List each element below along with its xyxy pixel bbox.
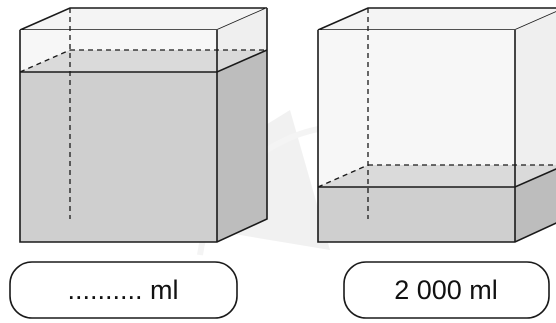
right-water-left-edge	[317, 164, 369, 188]
left-water-line	[20, 49, 268, 73]
right-water-side	[515, 168, 556, 242]
left-label-pill	[9, 261, 238, 319]
right-water-front	[318, 187, 515, 242]
right-volume-label: 2 000 ml	[394, 275, 498, 305]
left-water-front	[20, 72, 217, 242]
left-water-left-edge	[19, 49, 71, 73]
left-label: .......... ml	[9, 261, 238, 319]
left-water-surface	[20, 50, 267, 72]
left-water-side	[217, 50, 267, 242]
right-water-surface	[318, 165, 556, 187]
right-label-pill	[343, 261, 550, 319]
right-outline	[317, 30, 556, 243]
right-water-line	[318, 168, 556, 188]
right-container	[317, 7, 556, 243]
left-volume-label: .......... ml	[67, 275, 178, 305]
right-label: 2 000 ml	[343, 261, 550, 319]
right-top-face	[317, 7, 556, 31]
left-container	[19, 7, 268, 243]
